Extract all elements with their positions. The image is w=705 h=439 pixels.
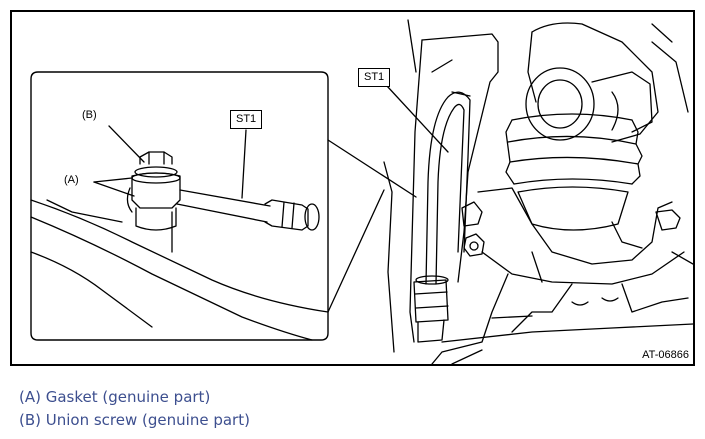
diagram-drawing — [30, 19, 693, 364]
legend: (A) Gasket (genuine part) (B) Union scre… — [19, 386, 250, 432]
figure-id: AT-06866 — [642, 349, 689, 361]
detail-inset-frame — [30, 71, 329, 341]
magnify-line-top — [327, 139, 417, 198]
leader-a-2 — [93, 181, 135, 197]
inset-housing — [30, 199, 329, 313]
leader-a-1 — [93, 177, 133, 183]
main-joint-top — [531, 22, 659, 143]
inset-tool-pipe — [176, 189, 271, 223]
callout-b: (B) — [82, 109, 97, 121]
leader-st1-detail — [241, 129, 247, 199]
main-pipe — [425, 91, 471, 285]
callout-st1-detail: ST1 — [230, 110, 263, 129]
leader-st1-main — [386, 85, 449, 153]
main-bellows — [511, 113, 633, 121]
inset-union-screw — [139, 151, 173, 165]
legend-item-b: (B) Union screw (genuine part) — [19, 411, 250, 429]
diagram-figure: (B) (A) ST1 ST1 AT-06866 — [10, 10, 695, 366]
legend-item-a: (A) Gasket (genuine part) — [19, 388, 211, 406]
magnify-line-bottom — [327, 189, 385, 313]
main-gearbox — [477, 187, 673, 265]
main-pipe-fitting — [413, 279, 449, 323]
leader-b — [108, 125, 145, 163]
callout-st1-main: ST1 — [358, 68, 391, 87]
callout-a: (A) — [64, 174, 79, 186]
main-union — [461, 201, 483, 227]
